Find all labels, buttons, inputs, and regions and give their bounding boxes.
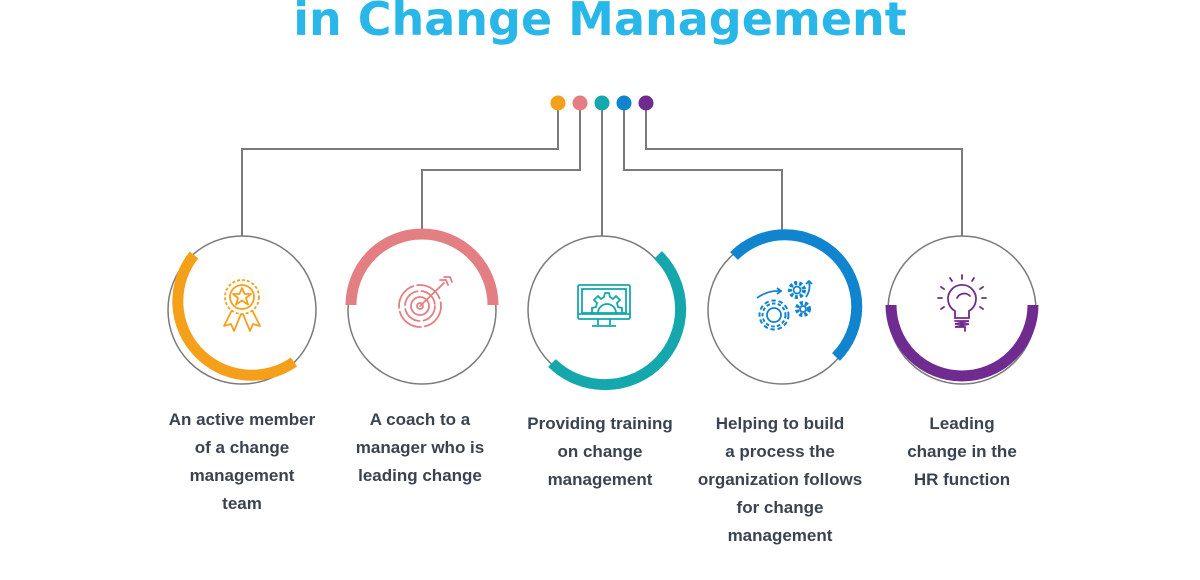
dot-orange: [550, 95, 566, 111]
connector-line-2: [421, 103, 581, 236]
caption-hr-function: Leading change in the HR function: [907, 414, 1017, 489]
monitor-gear-icon: [577, 284, 631, 327]
color-dots: [550, 95, 654, 111]
gears-icon: [756, 279, 813, 331]
dot-blue: [616, 95, 632, 111]
dot-purple: [638, 95, 654, 111]
role-circle-process: [707, 229, 863, 385]
role-circle-coach: [345, 228, 499, 385]
target-arrow-icon: [398, 276, 453, 328]
connector-line-4: [623, 103, 783, 236]
role-circle-hr-function: [885, 235, 1039, 385]
connector-lines: [241, 103, 963, 236]
dot-pink: [572, 95, 588, 111]
page-title: in Change Management: [293, 0, 907, 46]
caption-team-member: An active member of a change management …: [168, 410, 316, 513]
caption-training: Providing training on change management: [527, 414, 673, 489]
role-circle-team-member: [167, 235, 317, 385]
lightbulb-icon: [937, 274, 987, 332]
connector-line-5: [645, 103, 963, 236]
dot-teal: [594, 95, 610, 111]
role-circle-training: [527, 235, 687, 391]
caption-process: Helping to build a process the organizat…: [697, 414, 863, 545]
connector-line-1: [241, 103, 559, 236]
award-ribbon-icon: [223, 279, 261, 332]
caption-coach: A coach to a manager who is leading chan…: [355, 410, 485, 485]
